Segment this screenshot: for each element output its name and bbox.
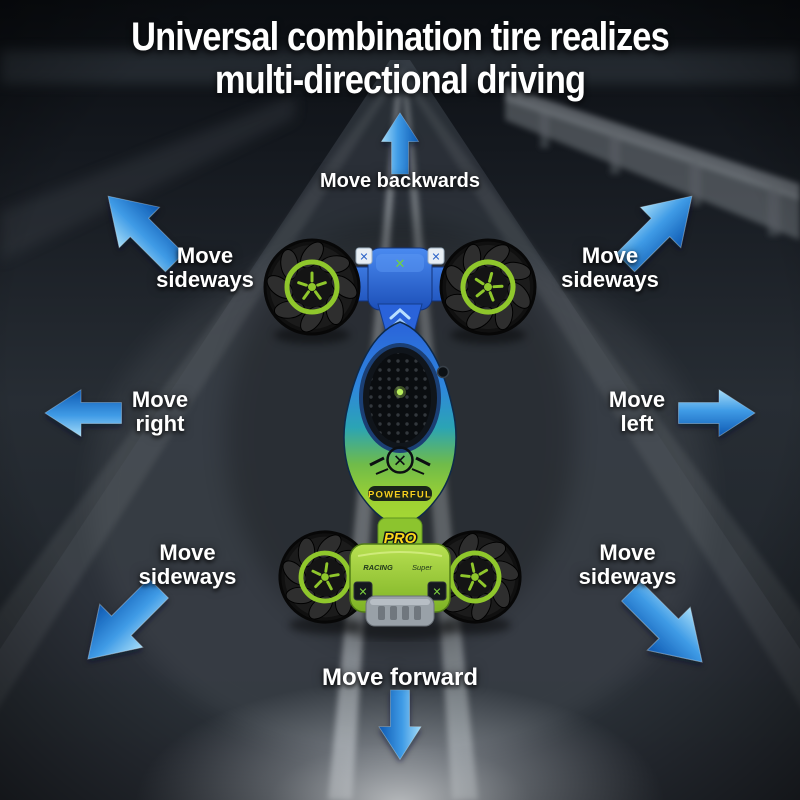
label-move-sideways-lower-right: Move sideways [578, 540, 677, 589]
front-x-badge-right: ✕ [427, 581, 447, 601]
x-badge-right: ✕ [427, 247, 445, 265]
svg-text:✕: ✕ [359, 252, 368, 264]
arrow-down-icon [378, 689, 422, 760]
arrow-up-icon [381, 112, 419, 175]
title-line1: Universal combination tire realizes [131, 15, 670, 59]
super-text: Super [412, 563, 433, 572]
svg-text:✕: ✕ [393, 452, 407, 471]
label-move-right: Move right [131, 387, 189, 436]
title-line2: multi-directional driving [214, 58, 586, 102]
svg-text:✕: ✕ [431, 252, 440, 264]
front-x-badge-left: ✕ [353, 581, 373, 601]
label-move-left: Move left [608, 387, 666, 436]
svg-text:✕: ✕ [358, 587, 367, 599]
label-move-sideways-upper-left: Move sideways [156, 243, 254, 292]
led-light [396, 388, 404, 396]
front-bumper [365, 595, 435, 627]
stunt-car-illustration: ✕ ✕ ✕ [250, 222, 550, 642]
x-decal: ✕ [369, 446, 431, 475]
label-move-sideways-upper-right: Move sideways [561, 243, 659, 292]
power-button [436, 365, 450, 379]
svg-text:✕: ✕ [432, 587, 441, 599]
racing-text: RACING [363, 563, 393, 572]
page-title: Universal combination tire realizes mult… [56, 16, 744, 102]
car-brand-text: POWERFUL [368, 490, 432, 501]
label-move-backwards: Move backwards [319, 170, 481, 192]
x-badge-left: ✕ [355, 247, 373, 265]
label-move-sideways-lower-left: Move sideways [138, 540, 237, 589]
gearbox-x-emblem: ✕ [395, 256, 406, 271]
cockpit [359, 343, 450, 453]
powerful-band: POWERFUL [368, 486, 432, 501]
label-move-forward: Move forward [321, 664, 479, 691]
stunt-car-svg: ✕ ✕ ✕ [250, 222, 550, 640]
